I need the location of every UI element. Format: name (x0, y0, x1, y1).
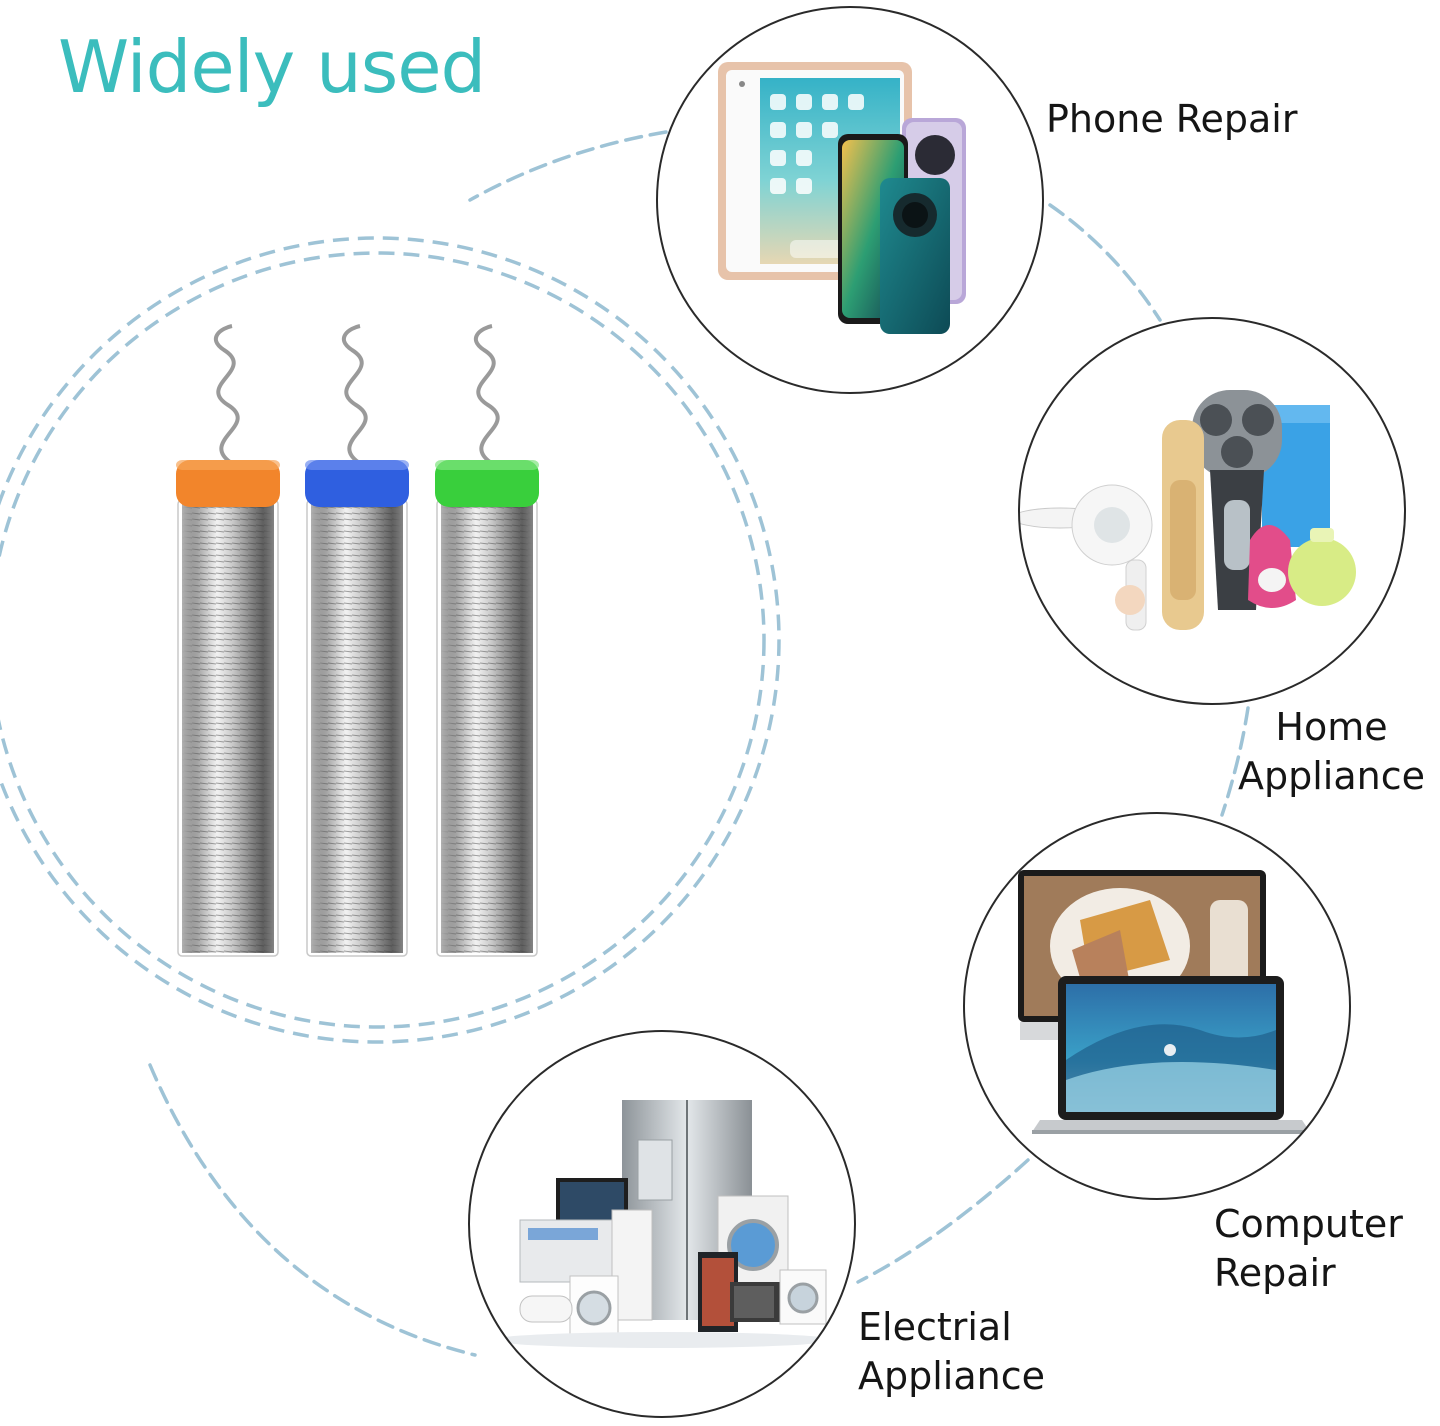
label-line: Phone Repair (1046, 97, 1298, 141)
label-line: Appliance (858, 1354, 1045, 1398)
label-home-appliance: Home Appliance (1238, 703, 1425, 801)
label-phone-repair: Phone Repair (1046, 95, 1297, 144)
label-electrical-appliance: Electrial Appliance (858, 1303, 1045, 1401)
solder-tube-green (435, 324, 539, 957)
solder-tube-blue (305, 324, 409, 957)
dashed-connectors (148, 130, 1250, 1357)
label-line: Electrial (858, 1305, 1012, 1349)
headline: Widely used (58, 25, 486, 109)
phone-repair-image (656, 6, 1044, 394)
label-line: Repair (1214, 1251, 1336, 1295)
electrical-appliance-image (468, 1030, 856, 1418)
solder-tube-orange (176, 324, 280, 957)
label-line: Appliance (1238, 754, 1425, 798)
label-computer-repair: Computer Repair (1214, 1200, 1403, 1298)
label-line: Computer (1214, 1202, 1403, 1246)
home-appliance-image (1018, 317, 1406, 705)
center-dashed-ring (0, 236, 781, 1044)
label-line: Home (1275, 705, 1388, 749)
computer-repair-image (963, 812, 1351, 1200)
